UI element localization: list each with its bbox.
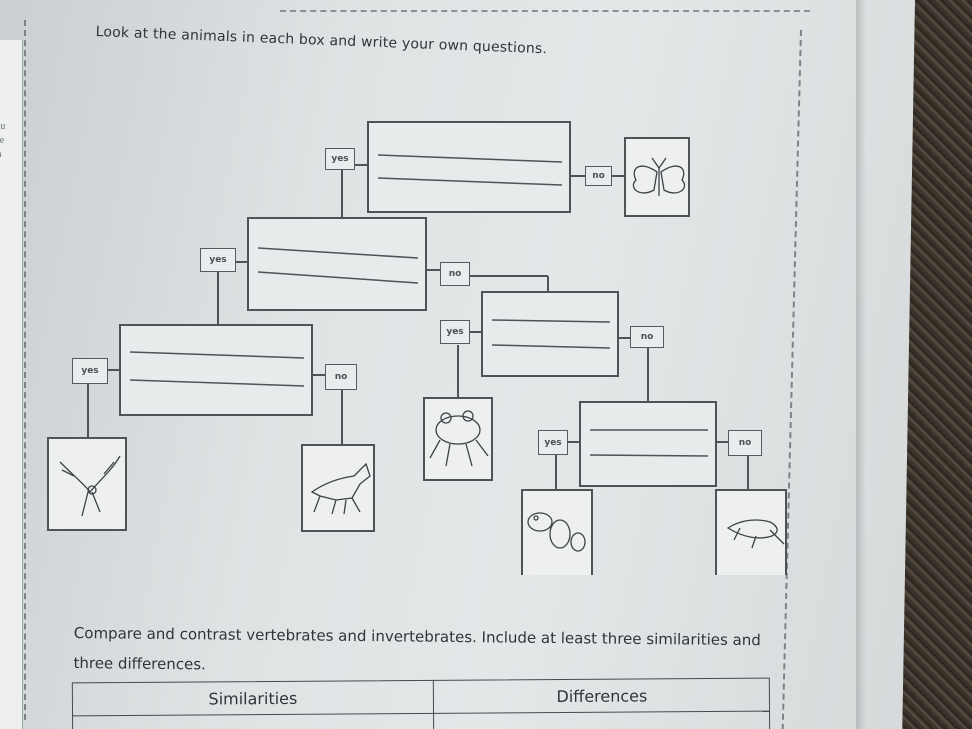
- question-box-2: [247, 217, 427, 311]
- answer-line: [589, 454, 709, 457]
- picture-box-butterfly: [624, 137, 690, 217]
- yes-label: yes: [200, 248, 236, 272]
- lizard-icon: [726, 519, 785, 549]
- picture-box-lizard: [715, 489, 787, 575]
- dashed-border-left: [24, 20, 30, 720]
- question-box-5: [579, 401, 717, 487]
- picture-box-frog: [423, 397, 493, 481]
- question-box-1: [367, 121, 571, 213]
- answer-line: [377, 154, 563, 163]
- answer-line: [377, 177, 563, 186]
- answer-line: [491, 344, 611, 349]
- dashed-border-top: [280, 2, 810, 12]
- answer-line: [257, 247, 419, 259]
- underlying-page: rou me an: [0, 40, 23, 729]
- no-label: no: [325, 364, 357, 390]
- compare-table: Similarities Differences: [71, 677, 771, 729]
- no-label: no: [585, 166, 612, 186]
- no-label: no: [728, 430, 762, 456]
- question-box-3: [481, 291, 619, 377]
- answer-line: [491, 319, 611, 323]
- yes-label: yes: [325, 148, 355, 170]
- no-label: no: [630, 326, 664, 348]
- answer-line: [129, 351, 305, 359]
- margin-text: rou me an: [0, 121, 6, 160]
- picture-box-horse: [301, 444, 375, 532]
- horse-icon: [310, 462, 371, 515]
- frog-icon: [429, 410, 489, 467]
- fish-icon: [527, 512, 586, 552]
- compare-instruction: Compare and contrast vertebrates and inv…: [73, 623, 761, 674]
- similarities-header: Similarities: [208, 688, 298, 708]
- answer-line: [257, 271, 419, 284]
- differences-header: Differences: [556, 685, 648, 706]
- yes-label: yes: [72, 358, 108, 384]
- picture-box-eagle: [47, 437, 127, 531]
- picture-box-fish: [521, 489, 593, 575]
- page-edge-shadow: [856, 0, 866, 729]
- no-label: no: [440, 262, 470, 286]
- question-box-4: [119, 324, 313, 416]
- yes-label: yes: [538, 430, 568, 455]
- answer-line: [129, 379, 305, 387]
- butterfly-icon: [632, 157, 686, 196]
- yes-label: yes: [440, 320, 470, 344]
- eagle-icon: [59, 455, 121, 517]
